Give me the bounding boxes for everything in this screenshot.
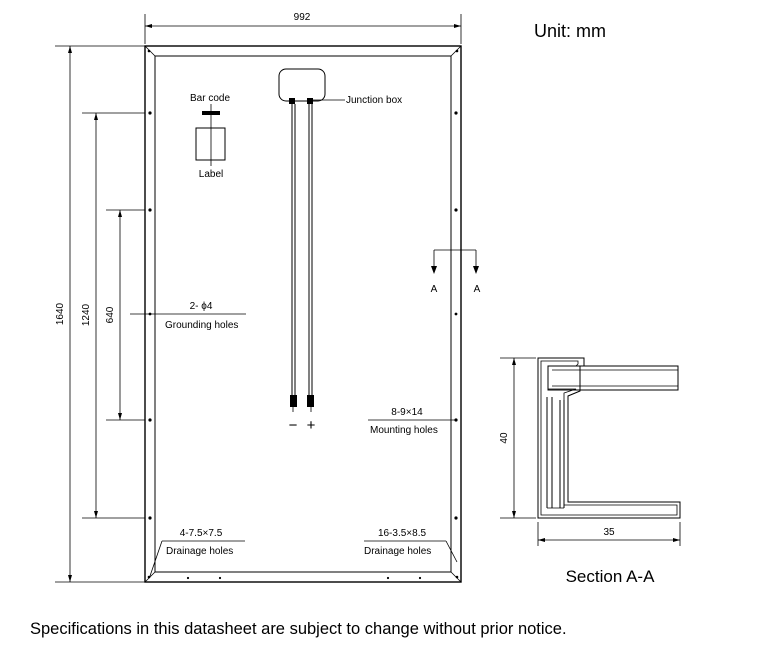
drainage-left-spec: 4-7.5×7.5 xyxy=(180,528,223,539)
drainage-right-spec: 16-3.5×8.5 xyxy=(378,528,427,539)
inner-height-dimension: 640 xyxy=(105,209,145,421)
section-marker-right: A xyxy=(474,284,481,295)
unit-label: Unit: mm xyxy=(534,21,606,41)
mounting-holes-callout: 8-9×14 Mounting holes xyxy=(368,407,456,436)
footer-notice: Specifications in this datasheet are sub… xyxy=(30,620,567,638)
cables: − + xyxy=(289,104,316,434)
section-marker-left: A xyxy=(431,284,438,295)
drainage-left-text: Drainage holes xyxy=(166,546,233,557)
width-dimension: 992 xyxy=(144,12,462,44)
mid-height-dimension: 1240 xyxy=(81,112,145,519)
mid-height-value: 1240 xyxy=(81,303,92,326)
inner-height-value: 640 xyxy=(105,306,116,323)
section-height-value: 40 xyxy=(499,432,510,444)
height-dimension: 1640 xyxy=(55,45,145,583)
bar-code-text: Bar code xyxy=(190,93,230,104)
section-marker: A A xyxy=(431,249,481,295)
height-value: 1640 xyxy=(55,302,66,325)
section-height-dimension: 40 xyxy=(499,357,536,519)
grounding-holes-callout: 2- ϕ4 Grounding holes xyxy=(130,301,246,331)
section-profile xyxy=(537,357,681,519)
width-value: 992 xyxy=(294,12,311,23)
section-title: Section A-A xyxy=(566,567,655,586)
drainage-right-text: Drainage holes xyxy=(364,546,431,557)
drainage-left-callout: 4-7.5×7.5 Drainage holes xyxy=(149,528,245,577)
cable-minus-sign: − xyxy=(289,417,298,434)
cable-plus-sign: + xyxy=(307,417,316,434)
mounting-holes-text: Mounting holes xyxy=(370,425,438,436)
junction-box-text: Junction box xyxy=(346,95,402,106)
label-text: Label xyxy=(199,169,223,180)
grounding-holes-text: Grounding holes xyxy=(165,320,238,331)
junction-box: Junction box xyxy=(278,68,402,106)
section-width-dimension: 35 xyxy=(537,522,681,546)
mounting-spec: 8-9×14 xyxy=(391,407,423,418)
section-width-value: 35 xyxy=(603,527,615,538)
bar-code: Bar code Label xyxy=(190,93,230,180)
grounding-spec: 2- ϕ4 xyxy=(190,301,213,312)
drainage-right-callout: 16-3.5×8.5 Drainage holes xyxy=(364,528,458,563)
